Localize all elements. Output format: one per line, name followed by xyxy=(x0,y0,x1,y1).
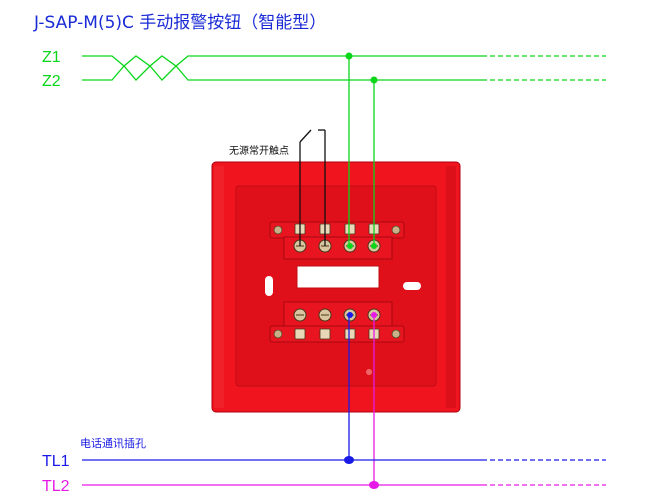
left-slot-hole-icon xyxy=(265,276,273,296)
z1-line xyxy=(82,55,482,67)
label-tl1: TL1 xyxy=(42,453,70,470)
contact-label: 无源常开触点 xyxy=(229,144,289,157)
upper-block-fixing-screws xyxy=(273,225,401,235)
button-enclosure xyxy=(211,161,461,413)
tl2-junction-dot-icon xyxy=(369,481,379,489)
center-window xyxy=(296,265,380,289)
phone-jack-label: 电话通讯插孔 xyxy=(80,436,146,450)
tl1-terminal-dot xyxy=(347,312,353,318)
label-tl2: TL2 xyxy=(42,478,70,495)
z-bus-drops xyxy=(348,56,375,246)
right-slot-hole-icon xyxy=(403,282,421,290)
label-z2: Z2 xyxy=(42,73,61,90)
tl2-terminal-dot xyxy=(371,312,377,318)
normally-open-contact-symbol xyxy=(299,129,326,246)
junction-dot-icon xyxy=(345,52,378,249)
upper-terminal-block xyxy=(269,221,405,260)
z-bus xyxy=(82,55,606,81)
z2-line xyxy=(82,65,482,81)
label-z1: Z1 xyxy=(42,49,61,66)
tl-drops xyxy=(348,315,375,485)
lower-block-fixing-screws xyxy=(273,329,401,339)
diagram-title: J-SAP-M(5)C 手动报警按钮（智能型） xyxy=(33,13,326,33)
lower-terminal-block xyxy=(269,301,405,343)
tl1-junction-dot-icon xyxy=(344,456,354,464)
